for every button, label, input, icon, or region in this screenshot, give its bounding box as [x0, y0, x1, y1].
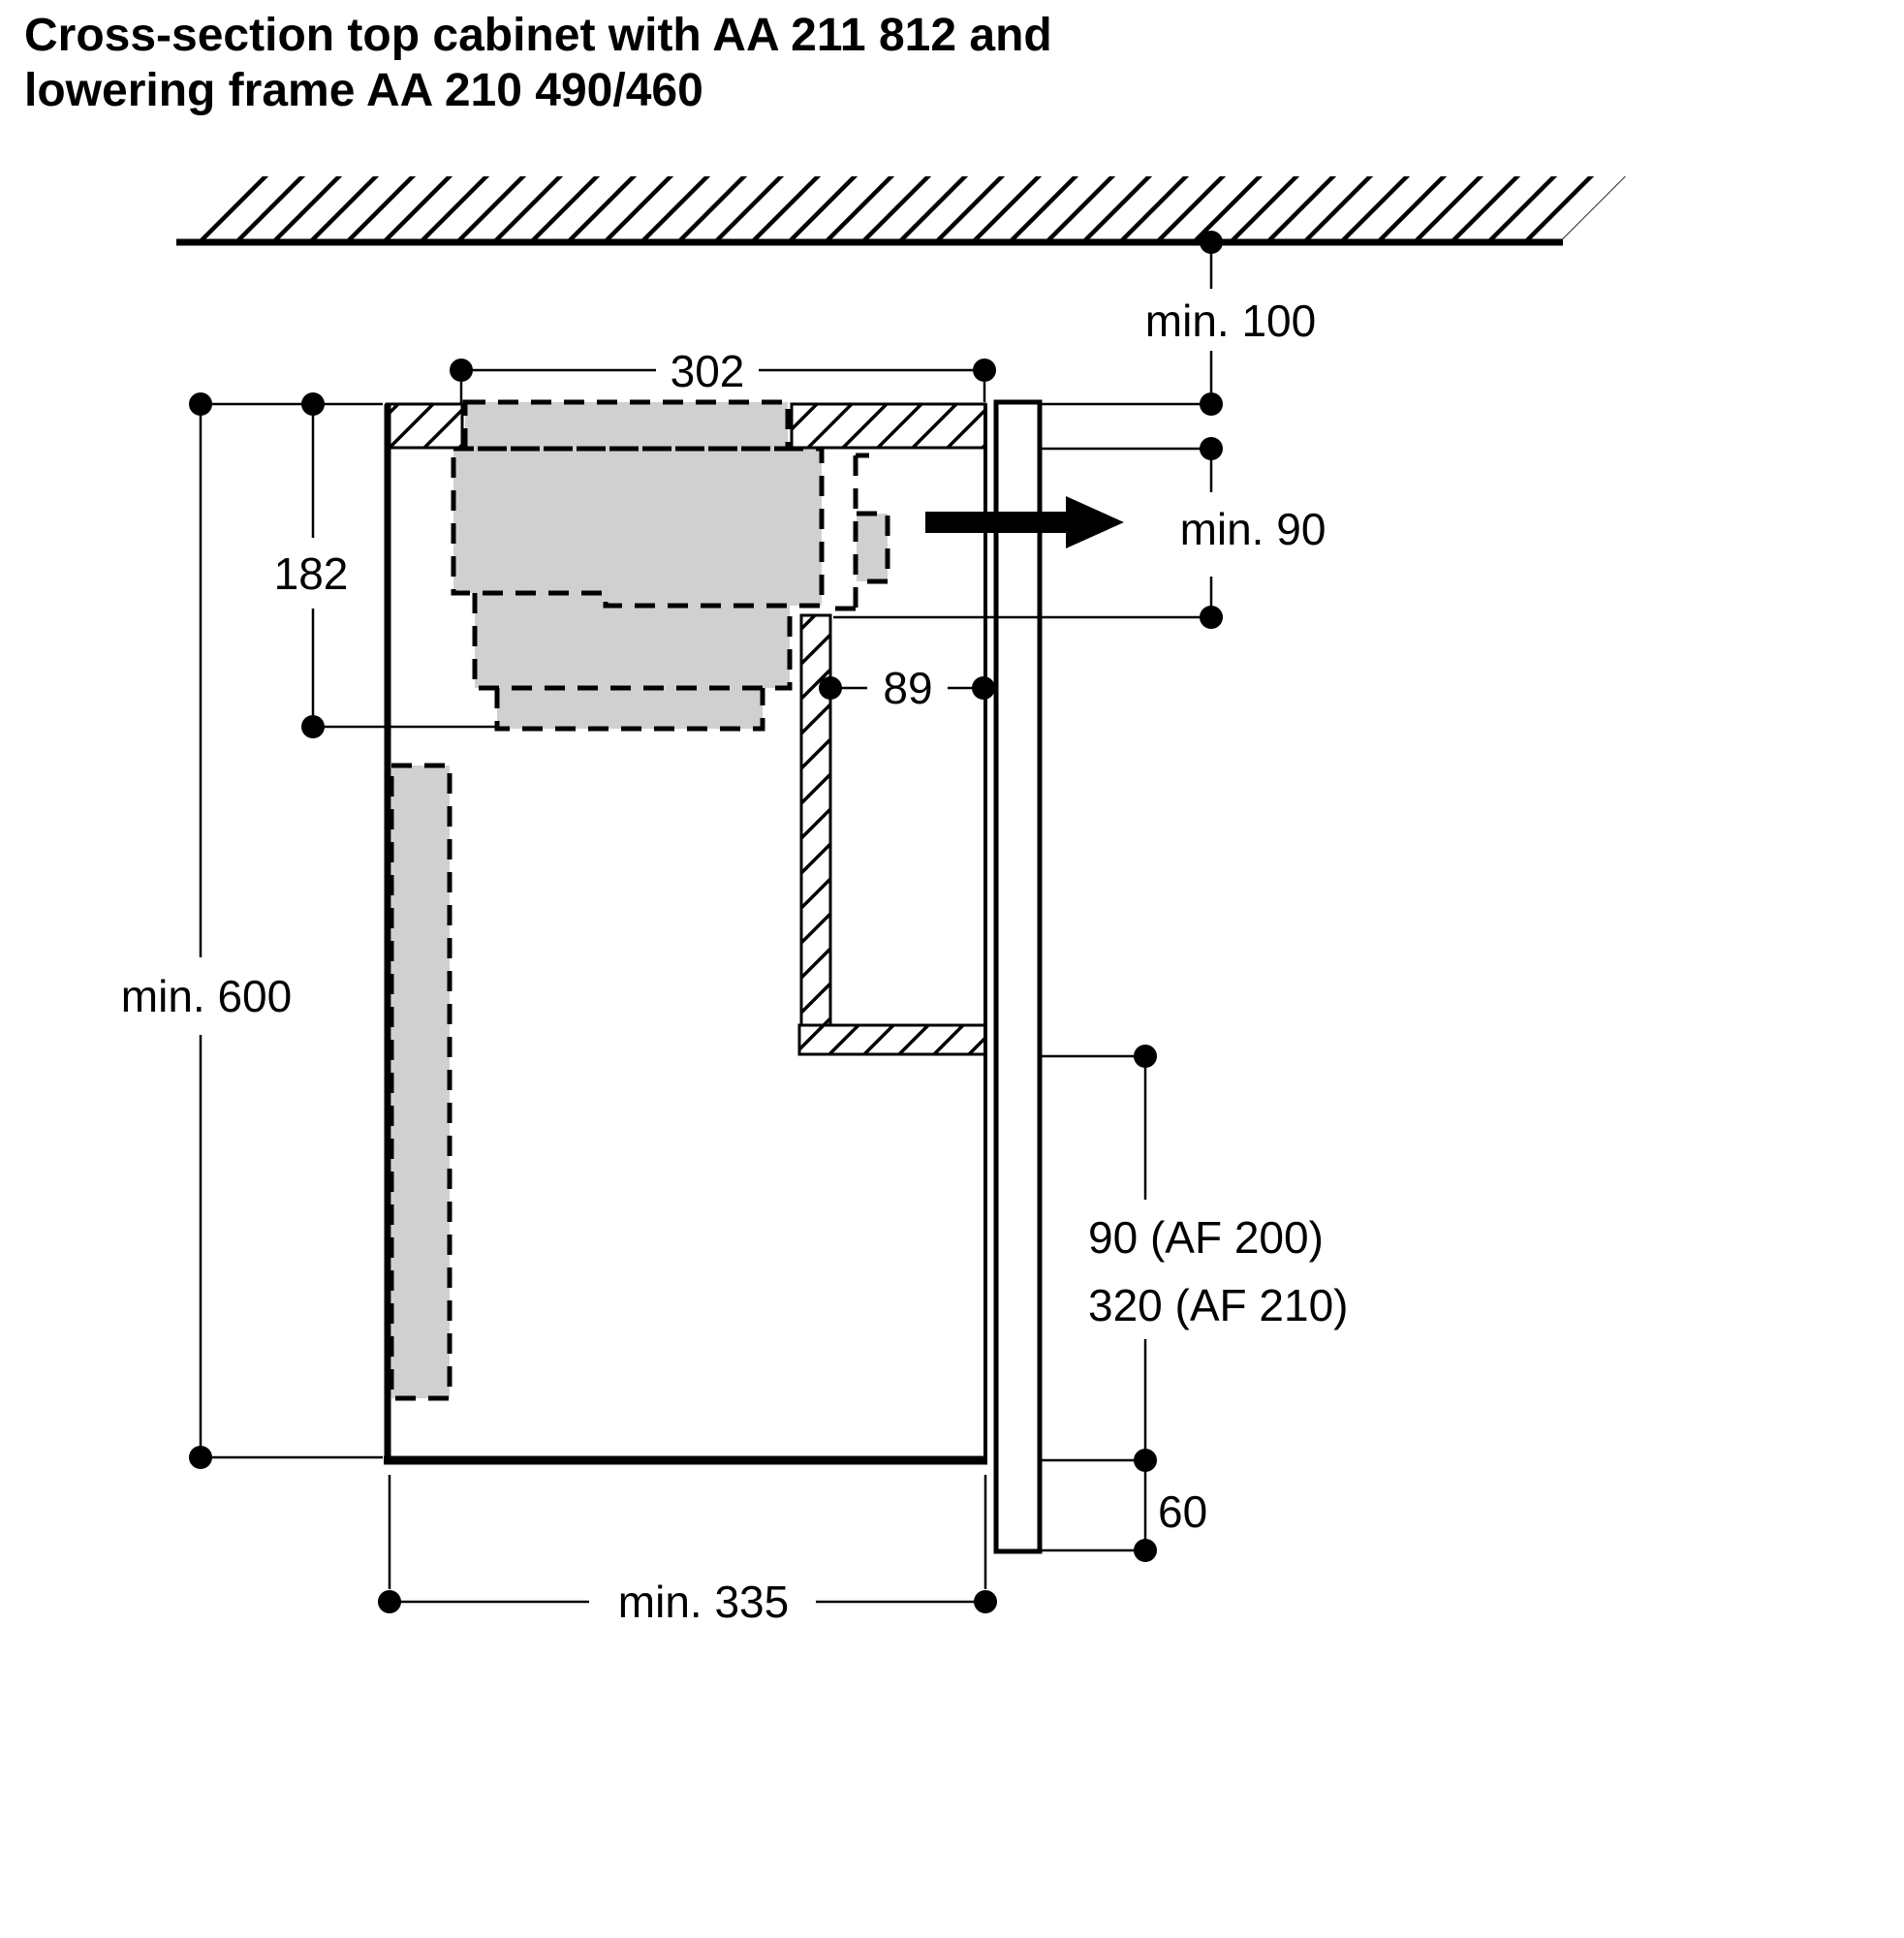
dimension-89: 89 [819, 663, 995, 713]
dimension-60: 60 [1042, 1449, 1207, 1562]
label-min-90: min. 90 [1180, 504, 1327, 554]
label-60: 60 [1158, 1486, 1207, 1537]
dimension-min-600: min. 600 [121, 392, 383, 1469]
exhaust-direction-arrow-icon [925, 496, 1124, 548]
dimension-min-100: min. 100 [1040, 231, 1316, 416]
label-min-335: min. 335 [618, 1577, 789, 1627]
label-302: 302 [671, 346, 745, 396]
label-320-af210: 320 (AF 210) [1088, 1280, 1348, 1330]
title-line-1: Cross-section top cabinet with AA 211 81… [24, 10, 1052, 61]
dimension-182: 182 [201, 392, 497, 738]
dimension-302: 302 [450, 346, 996, 404]
dimension-af-drop: 90 (AF 200) 320 (AF 210) [1042, 1045, 1348, 1460]
label-min-100: min. 100 [1145, 296, 1316, 346]
left-spacer-outline [389, 763, 453, 1401]
appliance-dashed-outline [389, 399, 890, 1401]
label-182: 182 [274, 548, 349, 599]
ceiling-hatch [176, 176, 1626, 246]
cabinet-carcass [384, 402, 987, 1465]
appliance-envelope [391, 402, 888, 1398]
dimension-min-335: min. 335 [378, 1475, 997, 1627]
label-min-600: min. 600 [121, 971, 292, 1021]
diagram-title: Cross-section top cabinet with AA 211 81… [24, 8, 1052, 118]
furniture-door-panel [993, 399, 1043, 1554]
label-89: 89 [883, 663, 932, 713]
dimension-min-90: min. 90 [833, 437, 1326, 629]
label-90-af200: 90 (AF 200) [1088, 1212, 1324, 1263]
top-panel-right-segment [790, 402, 987, 450]
top-panel-left-segment [385, 402, 464, 450]
title-line-2: lowering frame AA 210 490/460 [24, 65, 703, 116]
